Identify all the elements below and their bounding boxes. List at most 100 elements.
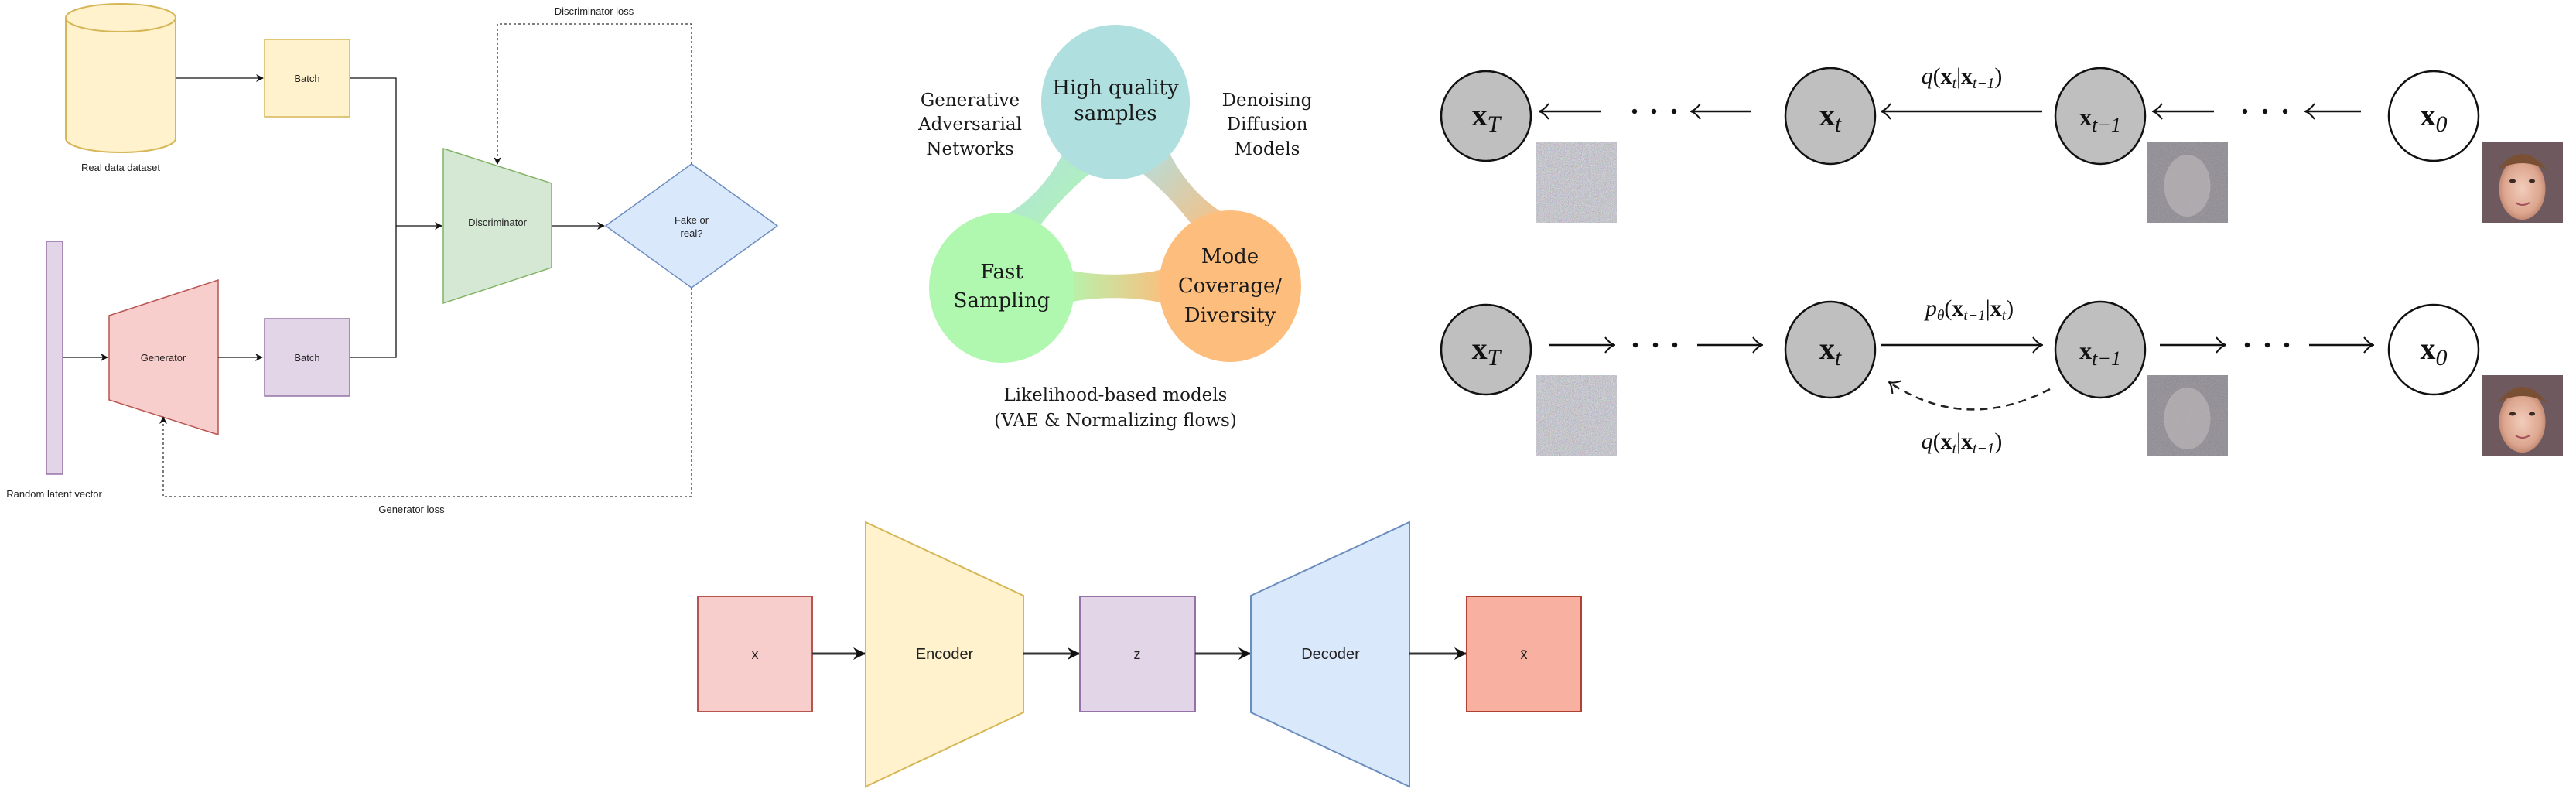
diffusion-node-label-1-3: x0 xyxy=(2421,331,2448,371)
generator-loss-loop xyxy=(159,288,692,497)
generator-label: Generator xyxy=(141,352,186,364)
dashed-forward-arc xyxy=(1889,382,2051,411)
real-data-cylinder xyxy=(65,3,176,153)
diffusion-image-clean-face-0-hair xyxy=(2497,154,2547,170)
latent-vector-bar xyxy=(46,241,63,475)
discriminator-loss-loop xyxy=(494,23,692,165)
discriminator-loss-label: Discriminator loss xyxy=(555,5,634,17)
diffusion-node-label-0-3: x0 xyxy=(2421,97,2448,137)
vae-output-box xyxy=(1466,596,1582,712)
generator-loss-label: Generator loss xyxy=(378,504,445,515)
ellipsis-dot-1-0-0 xyxy=(1632,342,1638,348)
diffusion-node-1-2 xyxy=(2054,300,2147,399)
encoder-block xyxy=(865,521,1024,788)
fake-batch-label: Batch xyxy=(294,352,319,364)
diffusion-image-clean-face-0-mouth xyxy=(2515,202,2530,206)
gan-label-line2: Adversarial xyxy=(917,114,1022,135)
diffusion-node-label-1-0: xT xyxy=(1472,331,1502,371)
diffusion-image-clean-face-1-face xyxy=(2499,391,2546,453)
diffusion-node-label-1-2: xt−1 xyxy=(2079,336,2121,370)
real-data-label: Real data dataset xyxy=(81,162,160,173)
bridge-top-right xyxy=(1140,147,1227,232)
vae-input-box xyxy=(697,596,813,712)
discriminator-label: Discriminator xyxy=(468,217,528,228)
diffusion-node-label-0-1: xt xyxy=(1819,97,1842,137)
diffusion-node-label-0-0: xT xyxy=(1472,97,1502,137)
gan-diagram: Real data dataset Batch Random latent ve… xyxy=(6,3,779,515)
mode-coverage-line2: Coverage/ xyxy=(1178,275,1283,298)
ellipsis-dot-0-1-1 xyxy=(2262,108,2268,114)
gan-label-line3: Networks xyxy=(926,139,1013,159)
diffusion-node-0-0 xyxy=(1440,70,1532,162)
diffusion-node-0-3 xyxy=(2387,70,2480,162)
diffusion-image-clean-face-1-hair xyxy=(2497,387,2547,403)
diffusion-node-0-1 xyxy=(1784,67,1877,166)
bridge-bottom xyxy=(1060,267,1170,306)
diffusion-image-clean-face-1-mouth xyxy=(2515,435,2530,439)
diffusion-label-line1: Denoising xyxy=(1222,91,1313,111)
gan-label-line1: Generative xyxy=(921,91,1020,111)
fast-sampling-line1: Fast xyxy=(980,261,1023,284)
decoder-block xyxy=(1250,521,1410,788)
real-batch-label: Batch xyxy=(294,73,319,84)
diffusion-image-noise-0 xyxy=(1536,142,1617,223)
ellipsis-dot-0-1-2 xyxy=(2282,108,2288,114)
vae-input-label: x xyxy=(752,647,759,662)
diffusion-image-noise-1 xyxy=(1536,375,1617,456)
likelihood-label-line2: (VAE & Normalizing flows) xyxy=(994,411,1237,431)
latent-vector-label: Random latent vector xyxy=(6,488,102,500)
diffusion-image-clean-face-1-eye-left xyxy=(2509,412,2516,416)
ellipsis-dot-1-1-1 xyxy=(2264,342,2270,348)
batch-merge-connector xyxy=(350,77,397,358)
ellipsis-dot-1-0-1 xyxy=(1652,342,1659,348)
diffusion-image-noisy-face-0 xyxy=(2147,142,2228,223)
decision-label-line1: Fake or xyxy=(675,214,709,226)
diffusion-image-clean-face-0-eye-left xyxy=(2509,179,2516,183)
high-quality-line1: High quality xyxy=(1052,77,1179,100)
ellipsis-dot-0-0-2 xyxy=(1671,108,1677,114)
node-high-quality xyxy=(1041,25,1190,179)
generative-trilemma: High quality samples Fast Sampling Mode … xyxy=(917,25,1313,431)
diffusion-label-line2: Diffusion xyxy=(1227,114,1308,135)
node-fast-sampling xyxy=(929,213,1074,363)
vae-latent-label: z xyxy=(1134,647,1141,662)
fast-sampling-line2: Sampling xyxy=(954,289,1051,313)
diffusion-node-1-3 xyxy=(2387,303,2480,396)
node-mode-coverage xyxy=(1159,210,1301,362)
decision-diamond xyxy=(604,163,779,289)
diffusion-image-noisy-face-1 xyxy=(2147,375,2228,456)
diffusion-image-clean-face-0-face xyxy=(2499,158,2546,220)
encoder-label: Encoder xyxy=(916,646,974,663)
ellipsis-dot-1-1-2 xyxy=(2284,342,2290,348)
likelihood-label-line1: Likelihood-based models xyxy=(1004,385,1228,405)
ellipsis-dot-0-0-0 xyxy=(1631,108,1638,114)
forward-process-label: q(xt|xt−1) xyxy=(1922,63,2003,92)
mode-coverage-line3: Diversity xyxy=(1184,304,1276,327)
diffusion-image-clean-face-0-eye-right xyxy=(2529,179,2535,183)
diffusion-node-1-0 xyxy=(1440,303,1532,396)
ellipsis-dot-1-1-0 xyxy=(2244,342,2250,348)
ellipsis-dot-1-0-2 xyxy=(1672,342,1678,348)
ellipsis-dot-0-0-1 xyxy=(1651,108,1657,114)
diffusion-label-line3: Models xyxy=(1235,139,1300,159)
decision-label-line2: real? xyxy=(681,227,703,239)
vae-latent-box xyxy=(1079,596,1196,712)
generator-block xyxy=(108,278,219,436)
diffusion-image-clean-face-1-eye-right xyxy=(2529,412,2535,416)
vae-output-label: x̄ xyxy=(1521,647,1528,662)
discriminator-block xyxy=(442,147,552,305)
bridge-top-left xyxy=(1006,147,1092,232)
diffusion-node-1-1 xyxy=(1784,300,1877,399)
decoder-label: Decoder xyxy=(1301,646,1360,663)
dashed-forward-label: q(xt|xt−1) xyxy=(1922,429,2003,457)
diffusion-node-label-1-1: xt xyxy=(1819,331,1842,371)
diffusion-node-label-0-2: xt−1 xyxy=(2079,103,2121,136)
diffusion-diagram: xT xt xt−1 x0 xT xt xt−1 x0 q(xt|xt−1) pθ(xt−1|xt… xyxy=(1440,63,2563,457)
high-quality-line2: samples xyxy=(1074,102,1156,125)
mode-coverage-line1: Mode xyxy=(1201,245,1259,268)
diffusion-node-0-2 xyxy=(2054,67,2147,166)
ellipsis-dot-0-1-0 xyxy=(2242,108,2248,114)
reverse-process-label: pθ(xt−1|xt) xyxy=(1924,295,2014,324)
fake-batch-box xyxy=(264,318,350,397)
